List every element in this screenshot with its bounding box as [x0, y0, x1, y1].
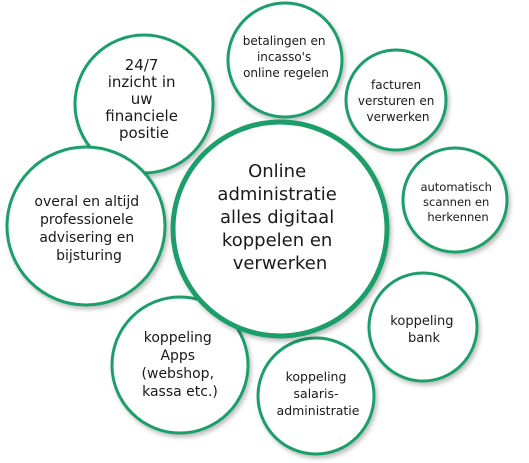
- node-advisering-line: bijsturing: [56, 248, 122, 264]
- node-facturen-line: versturen en: [358, 94, 434, 108]
- node-betalingen: betalingen en incasso's online regelen: [226, 1, 344, 119]
- node-betalingen-line: betalingen en: [243, 34, 326, 48]
- node-scannen-line: automatisch: [420, 180, 491, 194]
- node-scannen-circle: [401, 146, 509, 254]
- node-scannen-label: automatisch scannen en herkennen: [420, 180, 495, 224]
- node-salaris-circle: [256, 336, 376, 456]
- node-inzicht-label: 24/7 inzicht in uw financiele positie: [105, 56, 182, 142]
- node-inzicht-line: 24/7: [125, 56, 159, 74]
- node-facturen-line: verwerken: [366, 110, 429, 124]
- node-advisering-line: overal en altijd: [34, 194, 139, 210]
- node-inzicht-line: positie: [119, 124, 169, 142]
- node-advisering-label: overal en altijd professionele adviserin…: [34, 194, 143, 264]
- node-apps-circle: [110, 295, 250, 435]
- node-bank-line: koppeling: [390, 314, 453, 329]
- node-betalingen-line: incasso's: [257, 50, 311, 64]
- node-advisering-circle: [5, 145, 167, 307]
- node-inzicht-line: uw: [131, 90, 153, 108]
- node-apps-line: Apps: [160, 348, 195, 364]
- node-facturen-line: facturen: [371, 78, 421, 92]
- node-salaris-line: salaris-: [294, 386, 339, 401]
- node-scannen-line: herkennen: [427, 210, 488, 224]
- node-bank-circle: [367, 271, 479, 383]
- node-bank-label: koppeling bank: [390, 314, 457, 346]
- node-apps-label: koppeling Apps (webshop, kassa etc.): [142, 330, 219, 400]
- node-betalingen-line: online regelen: [243, 66, 329, 80]
- node-facturen-circle: [344, 48, 448, 152]
- node-facturen-label: facturen versturen en verwerken: [358, 78, 438, 124]
- center-node: Online administratie alles digitaal kopp…: [170, 119, 390, 339]
- node-betalingen-circle: [226, 1, 344, 119]
- center-node-line: koppelen en: [222, 230, 332, 251]
- node-apps-line: (webshop,: [142, 366, 214, 382]
- node-betalingen-label: betalingen en incasso's online regelen: [243, 34, 330, 80]
- node-apps-line: kassa etc.): [142, 384, 218, 400]
- center-node-line: alles digitaal: [220, 207, 334, 228]
- center-node-line: verwerken: [233, 253, 328, 274]
- node-inzicht-line: financiele: [105, 107, 178, 125]
- node-salaris: koppeling salaris- administratie: [256, 336, 376, 456]
- node-apps-line: koppeling: [144, 330, 212, 346]
- node-scannen-line: scannen en: [423, 195, 489, 209]
- node-bank-line: bank: [408, 331, 440, 346]
- node-salaris-line: administratie: [277, 403, 360, 418]
- center-node-label: Online administratie alles digitaal kopp…: [217, 161, 342, 274]
- node-bank: koppeling bank: [367, 271, 479, 383]
- center-node-line: administratie: [217, 184, 336, 205]
- node-salaris-line: koppeling: [286, 369, 347, 384]
- center-node-circle: [170, 119, 390, 339]
- node-inzicht-line: inzicht in: [108, 73, 176, 91]
- node-salaris-label: koppeling salaris- administratie: [277, 369, 360, 418]
- node-apps: koppeling Apps (webshop, kassa etc.): [110, 295, 250, 435]
- node-inzicht: 24/7 inzicht in uw financiele positie: [73, 33, 215, 175]
- node-advisering-line: professionele: [40, 212, 133, 228]
- center-node-line: Online: [248, 161, 306, 182]
- node-advisering-line: advisering en: [39, 230, 134, 246]
- node-facturen: facturen versturen en verwerken: [344, 48, 448, 152]
- node-scannen: automatisch scannen en herkennen: [401, 146, 509, 254]
- node-advisering: overal en altijd professionele adviserin…: [5, 145, 167, 307]
